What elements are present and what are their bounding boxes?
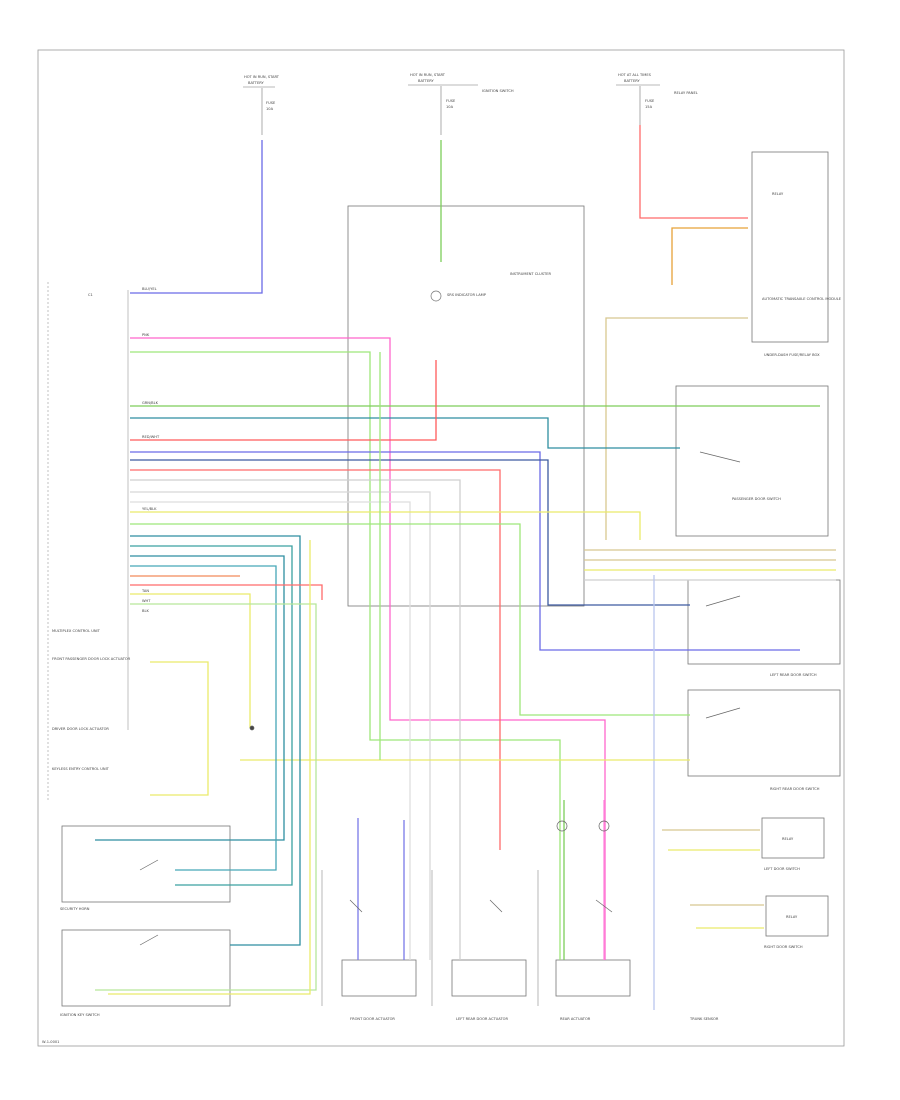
svg-text:BLU/YEL: BLU/YEL [142,287,157,291]
svg-text:RED/WHT: RED/WHT [142,435,160,439]
svg-text:REAR ACTUATOR: REAR ACTUATOR [560,1017,591,1021]
wire-yellow-a [130,593,251,728]
power-feed-right: HOT AT ALL TIMES BATTERY FUSE 15A RELAY … [616,73,698,125]
srs-indicator: SRS INDICATOR LAMP [430,290,487,302]
svg-text:RELAY: RELAY [772,192,784,196]
svg-text:10A: 10A [446,105,454,109]
left-rear-lock: LEFT REAR DOOR ACTUATOR [451,959,527,1021]
power-feed-left: HOT IN RUN, START BATTERY FUSE 10A [243,75,280,135]
svg-text:PNK: PNK [142,333,150,337]
wire-yellow-left [150,661,209,796]
wire-navy-2 [130,459,690,606]
svg-text:RELAY PANEL: RELAY PANEL [674,91,698,95]
svg-text:RELAY: RELAY [782,837,794,841]
wire-yellow-lower [108,540,311,995]
wire-teal-b [130,545,293,886]
svg-text:BATTERY: BATTERY [418,79,435,83]
wire-teal-c [95,555,285,841]
misc-labels: FRONT PASSENGER DOOR LOCK ACTUATOR DRIVE… [52,657,131,731]
wire-grey-1 [130,479,461,960]
wire-yellow-2 [130,511,641,540]
svg-text:IGNITION SWITCH: IGNITION SWITCH [482,89,514,93]
svg-text:HOT AT ALL TIMES: HOT AT ALL TIMES [618,73,652,77]
connector-pins: C1 BLU/YEL GRN/BLK RED/WHT YEL/BLK PNK T… [88,287,160,730]
relay-mid: RELAY LEFT DOOR SWITCH [761,817,825,871]
svg-text:TAN: TAN [141,589,149,593]
right-rear-door-switch: RIGHT REAR DOOR SWITCH [687,689,841,791]
svg-text:UNDER-DASH FUSE/RELAY BOX: UNDER-DASH FUSE/RELAY BOX [764,353,820,357]
wire-blue-feed [130,140,263,294]
svg-text:BATTERY: BATTERY [248,81,265,85]
wire-grey-3 [130,501,411,960]
wire-blue-2 [130,451,800,651]
svg-text:AUTOMATIC TRANSAXLE CONTROL MO: AUTOMATIC TRANSAXLE CONTROL MODULE [762,297,842,301]
left-rear-door-switch: LEFT REAR DOOR SWITCH [687,579,841,677]
svg-text:BATTERY: BATTERY [624,79,641,83]
svg-text:SRS INDICATOR LAMP: SRS INDICATOR LAMP [447,293,487,297]
svg-text:FRONT DOOR ACTUATOR: FRONT DOOR ACTUATOR [350,1017,395,1021]
svg-text:YEL/BLK: YEL/BLK [142,507,157,511]
svg-text:DRIVER DOOR LOCK ACTUATOR: DRIVER DOOR LOCK ACTUATOR [52,727,109,731]
footer-code: W-1-0001 [42,1040,59,1044]
svg-text:LEFT REAR DOOR SWITCH: LEFT REAR DOOR SWITCH [770,673,817,677]
svg-text:FUSE: FUSE [645,99,655,103]
wire-red-a [130,584,323,600]
wire-teal-a [130,535,301,946]
power-feed-mid: HOT IN RUN, START BATTERY FUSE 10A IGNIT… [408,73,514,135]
wire-pink-1 [130,337,606,960]
wire-red-feed [639,125,748,219]
svg-text:FUSE: FUSE [266,101,276,105]
svg-text:IGNITION KEY SWITCH: IGNITION KEY SWITCH [60,1013,100,1017]
diagram-frame [37,49,845,1047]
front-passenger-lock: FRONT DOOR ACTUATOR [341,959,417,1021]
wire-grey-2 [130,491,431,960]
svg-text:C1: C1 [88,293,93,297]
svg-text:GRN/BLK: GRN/BLK [142,401,159,405]
svg-text:LEFT REAR DOOR ACTUATOR: LEFT REAR DOOR ACTUATOR [456,1017,508,1021]
wire-orange-feed [671,227,748,285]
wire-red-3 [130,469,501,850]
svg-text:INSTRUMENT CLUSTER: INSTRUMENT CLUSTER [510,272,551,276]
svg-text:FUSE: FUSE [446,99,456,103]
lower-dividers [321,870,539,1006]
svg-text:RIGHT REAR DOOR SWITCH: RIGHT REAR DOOR SWITCH [770,787,820,791]
switch-symbols [139,451,741,946]
svg-text:KEYLESS ENTRY CONTROL UNIT: KEYLESS ENTRY CONTROL UNIT [52,767,110,771]
wire-tan-relay [605,317,748,540]
wire-lightgreen-3 [130,523,690,716]
keyless-module: KEYLESS ENTRY CONTROL UNIT MULTIPLEX CON… [47,282,110,800]
svg-text:MULTIPLEX CONTROL UNIT: MULTIPLEX CONTROL UNIT [52,629,101,633]
svg-text:LEFT DOOR SWITCH: LEFT DOOR SWITCH [764,867,800,871]
wire-red-2 [130,360,437,441]
svg-text:PASSENGER DOOR SWITCH: PASSENGER DOOR SWITCH [732,497,781,501]
svg-text:15A: 15A [645,105,653,109]
wire-teal-d [130,565,277,871]
svg-text:WHT: WHT [142,599,151,603]
ignition-key-box: IGNITION KEY SWITCH [60,929,231,1017]
svg-text:TRUNK SENSOR: TRUNK SENSOR [689,1017,719,1021]
svg-text:FRONT PASSENGER DOOR LOCK ACTU: FRONT PASSENGER DOOR LOCK ACTUATOR [52,657,131,661]
svg-text:HOT IN RUN, START: HOT IN RUN, START [244,75,280,79]
svg-text:RIGHT DOOR SWITCH: RIGHT DOOR SWITCH [764,945,803,949]
wire-green-a [95,603,317,991]
svg-text:RELAY: RELAY [786,915,798,919]
wire-lightgreen-1 [130,351,561,960]
svg-text:HOT IN RUN, START: HOT IN RUN, START [410,73,446,77]
relay-top: RELAY AUTOMATIC TRANSAXLE CONTROL MODULE… [751,151,842,357]
security-horn-box: SECURITY HORN [60,825,231,911]
svg-text:BLK: BLK [142,609,149,613]
passenger-door-switch: PASSENGER DOOR SWITCH [675,385,829,537]
svg-text:SECURITY HORN: SECURITY HORN [60,907,90,911]
rear-lock: REAR ACTUATOR [555,959,631,1021]
svg-text:10A: 10A [266,107,274,111]
trunk-sensor: TRUNK SENSOR [689,1017,719,1021]
wire-teal-2 [130,417,680,449]
relay-low: RELAY RIGHT DOOR SWITCH [764,895,829,949]
